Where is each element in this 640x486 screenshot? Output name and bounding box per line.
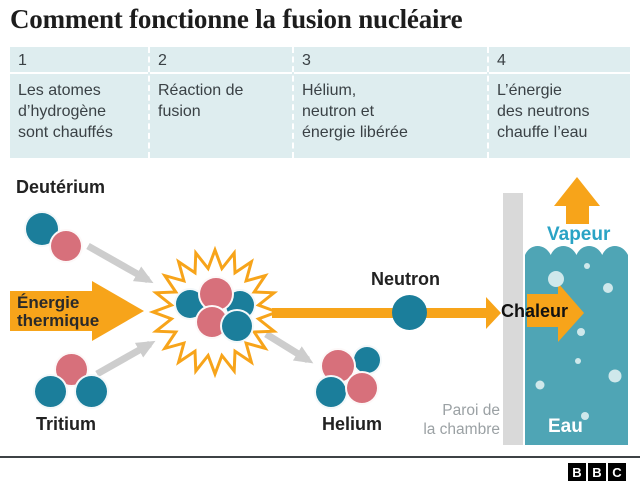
step-2: 2 Réaction de fusion — [148, 47, 292, 158]
fusion-to-helium-arrow-icon — [264, 331, 314, 364]
step-3-number: 3 — [294, 47, 487, 74]
step-4: 4 L’énergie des neutrons chauffe l’eau — [487, 47, 630, 158]
deuterium-label: Deutérium — [16, 177, 106, 197]
bbc-logo-letter: C — [608, 463, 626, 481]
step-3-text: Hélium, neutron et énergie libérée — [302, 82, 408, 141]
bbc-logo-letter: B — [588, 463, 606, 481]
steps-table: 1 Les atomes d’hydrogène sont chauffés 2… — [10, 47, 630, 158]
heat-arrow-icon — [527, 283, 584, 342]
steam-label: Vapeur — [547, 224, 611, 245]
step-4-number: 4 — [489, 47, 630, 74]
deuterium-proton-particle — [49, 229, 83, 263]
step-4-text: L’énergie des neutrons chauffe l’eau — [497, 82, 590, 141]
water-label: Eau — [548, 416, 583, 437]
thermal-energy-label: Énergie thermique — [17, 293, 100, 330]
heat-label: Chaleur — [501, 301, 569, 321]
bubbles — [535, 263, 622, 420]
steam-arrow-icon — [554, 177, 600, 224]
step-3: 3 Hélium, neutron et énergie libérée — [292, 47, 487, 158]
thermal-energy-arrow-icon — [10, 281, 144, 341]
step-2-number: 2 — [150, 47, 292, 74]
step-1-text: Les atomes d’hydrogène sont chauffés — [18, 82, 113, 141]
fusion-particle — [220, 309, 254, 343]
neutron-label: Neutron — [371, 269, 440, 289]
neutron-particle — [392, 295, 427, 330]
deuterium-to-fusion-arrow-icon — [86, 242, 154, 284]
step-2-text: Réaction de fusion — [158, 82, 244, 120]
tritium-neutron-particle — [33, 374, 68, 409]
chamber-wall — [503, 193, 523, 445]
step-1: 1 Les atomes d’hydrogène sont chauffés — [10, 47, 148, 158]
helium-neutron-particle — [314, 375, 348, 409]
page-title: Comment fonctionne la fusion nucléaire — [10, 4, 463, 34]
helium-neutron-particle — [352, 345, 382, 375]
tritium-label: Tritium — [36, 414, 97, 434]
step-1-number: 1 — [10, 47, 148, 74]
chamber-wall-label: Paroi de la chambre — [423, 402, 500, 438]
helium-proton-particle — [345, 371, 379, 405]
neutron-energy-arrow-icon — [272, 297, 501, 329]
bbc-logo-letter: B — [568, 463, 586, 481]
footer-divider — [0, 456, 640, 458]
tritium-neutron-particle — [74, 374, 109, 409]
bbc-logo: B B C — [568, 463, 626, 481]
tritium-to-fusion-arrow-icon — [95, 340, 156, 378]
helium-label: Helium — [322, 414, 383, 434]
